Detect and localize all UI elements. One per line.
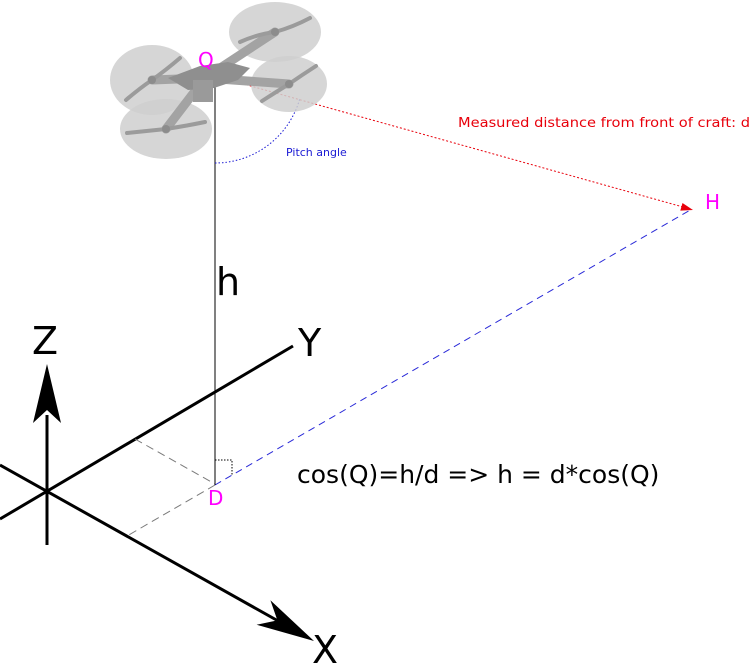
height-equation: cos(Q)=h/d => h = d*cos(Q) <box>297 460 659 489</box>
pitch-angle-arc <box>214 99 301 164</box>
point-h-label: H <box>705 190 720 214</box>
point-d-label: D <box>208 486 223 510</box>
measured-distance-label: Measured distance from front of craft: d <box>458 116 750 131</box>
x-axis-line <box>0 463 281 624</box>
propeller-hub-left <box>148 76 156 84</box>
ground-distance-line <box>214 208 693 486</box>
z-axis-arrowhead <box>33 364 61 423</box>
coordinate-axes: Z Y X <box>0 319 338 665</box>
height-label: h <box>216 260 240 304</box>
right-angle-marker <box>215 459 233 475</box>
projection-line-to-y-axis <box>134 438 216 485</box>
x-axis-arrowhead <box>256 600 314 641</box>
pitch-angle-label: Pitch angle <box>286 146 347 159</box>
quadcopter-drone-icon <box>110 2 327 159</box>
projection-line-to-x-axis <box>126 484 216 537</box>
propeller-hub-front-right <box>271 28 279 36</box>
y-axis-label: Y <box>297 321 322 365</box>
point-q-label: Q <box>198 48 214 72</box>
y-axis-line <box>0 344 294 521</box>
drone-body <box>168 62 250 90</box>
propeller-hub-right <box>285 80 293 88</box>
drone-camera <box>193 80 213 102</box>
z-axis-label: Z <box>32 319 58 363</box>
propeller-hub-rear <box>162 125 170 133</box>
x-axis-label: X <box>312 628 338 665</box>
measured-distance-arrowhead <box>680 203 693 211</box>
